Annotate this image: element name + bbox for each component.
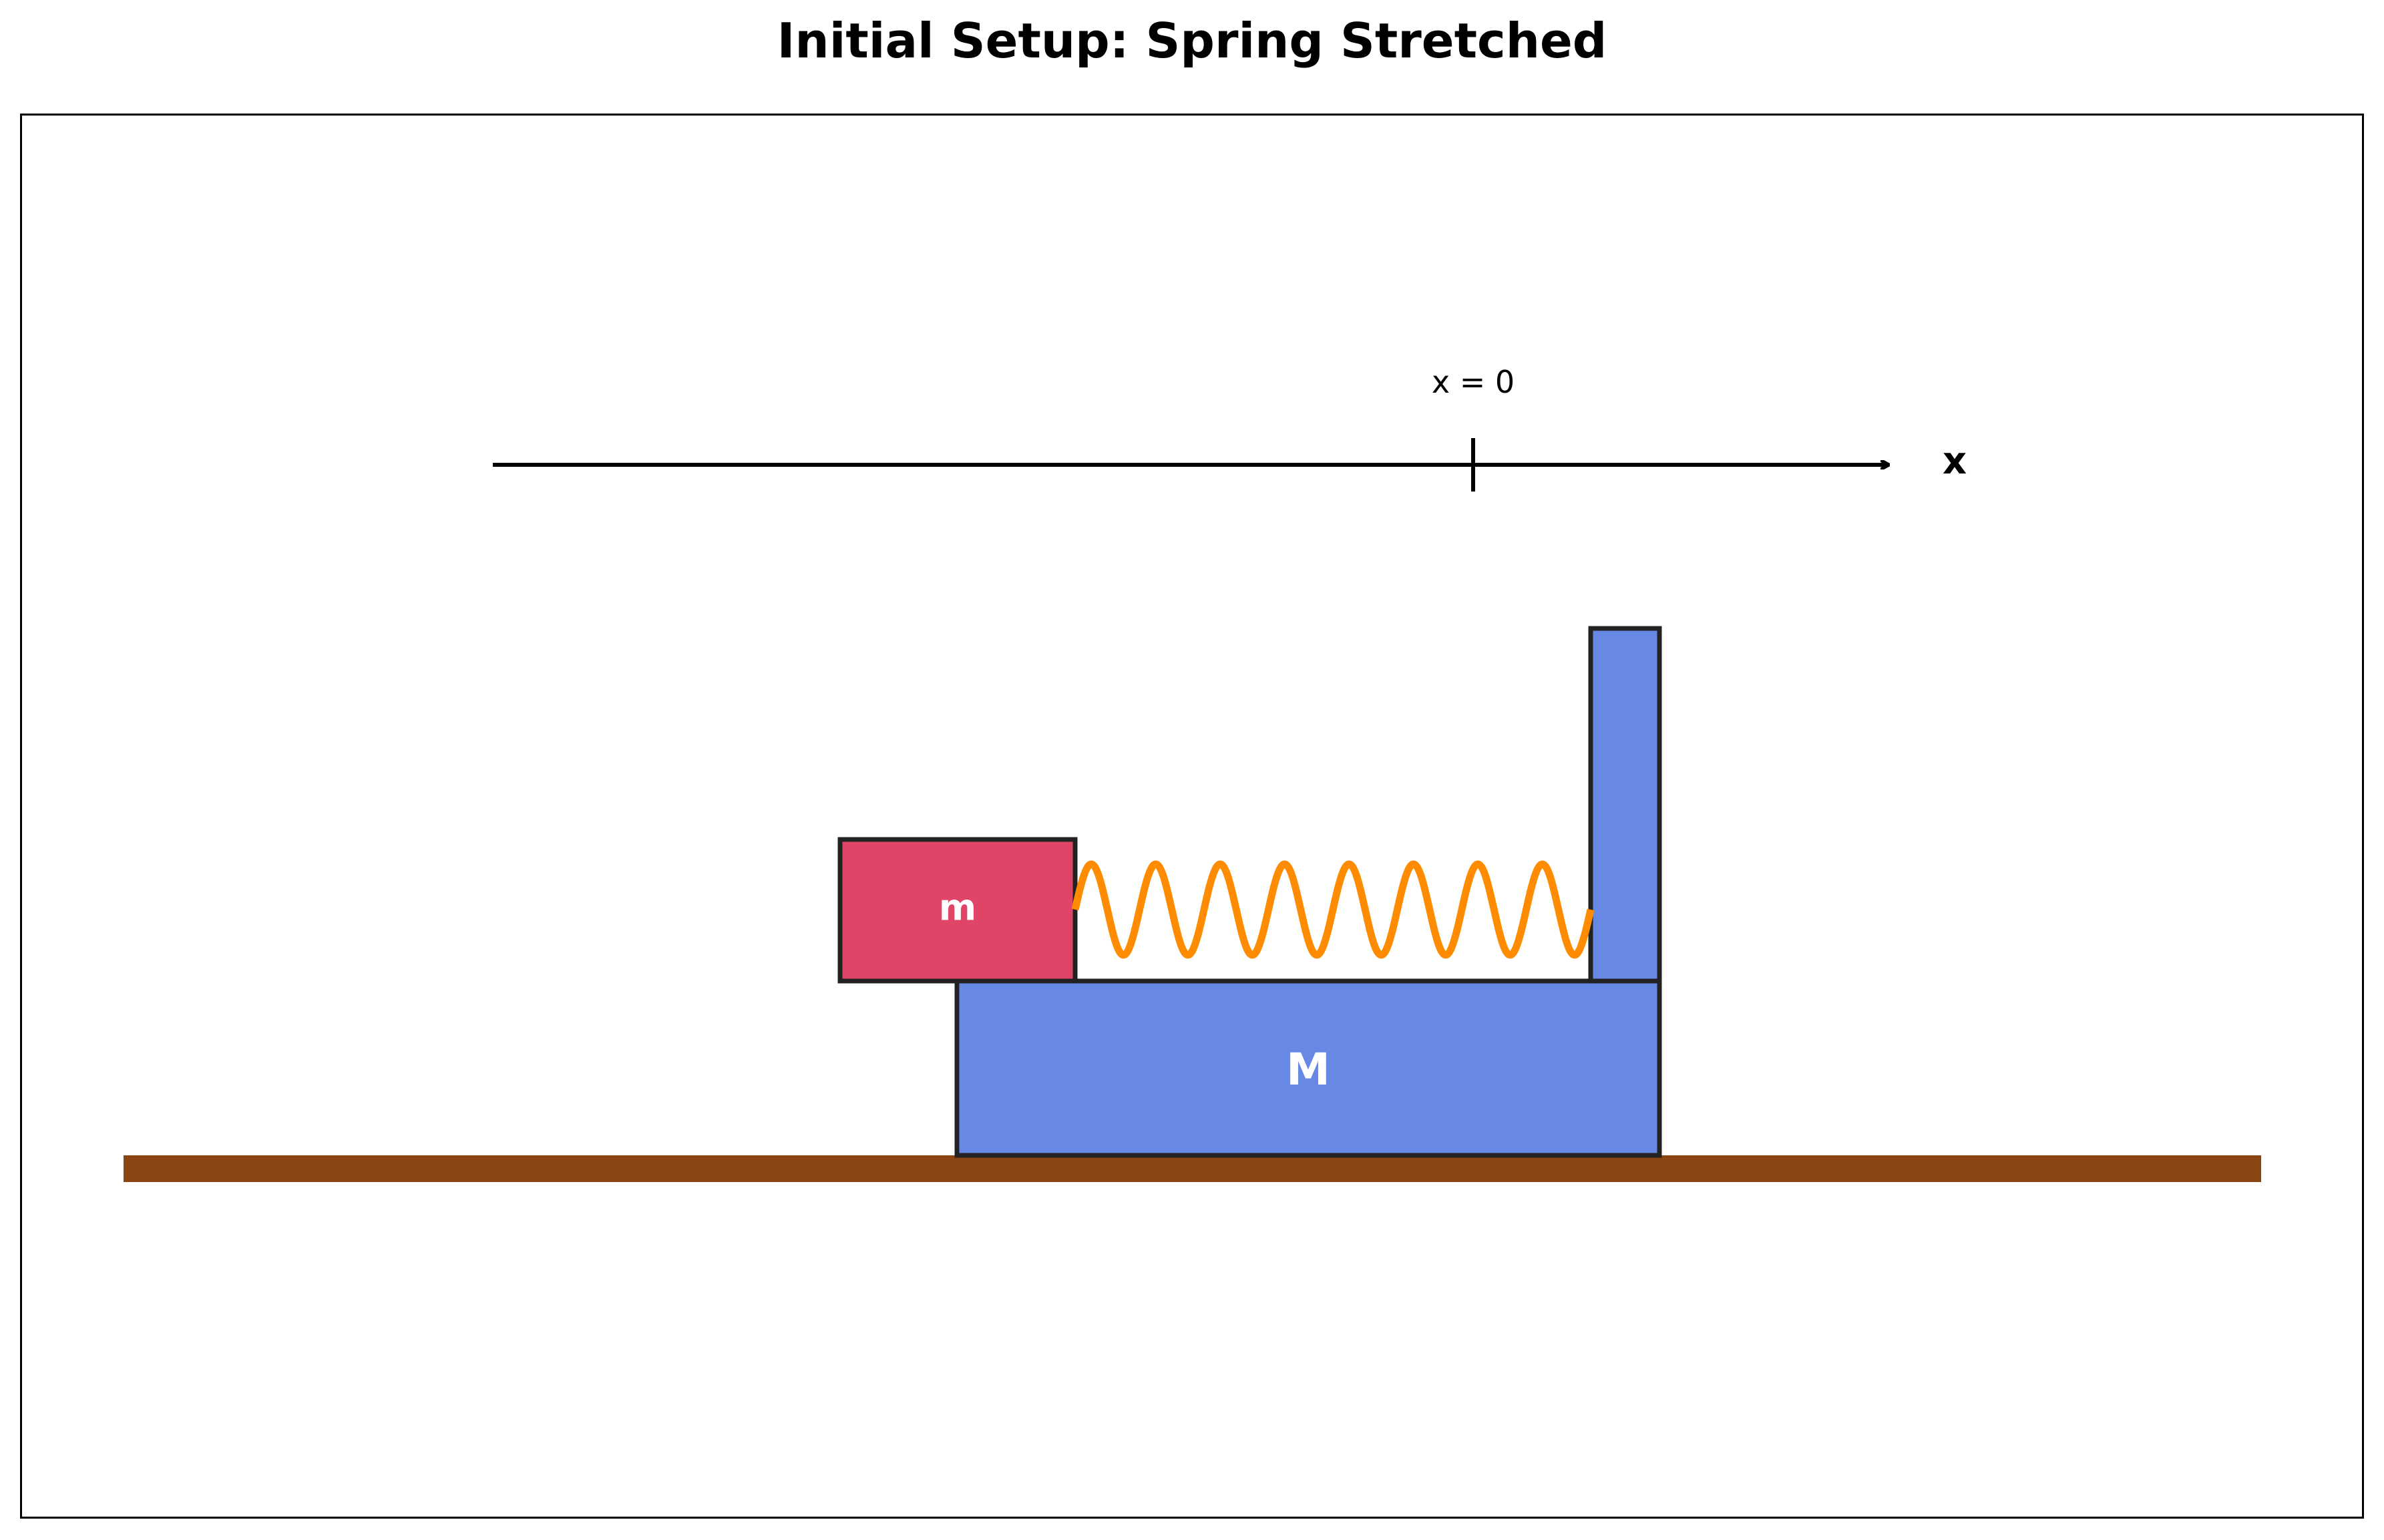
figure-panel <box>20 114 2364 1519</box>
origin-label: x = 0 <box>1432 364 1515 400</box>
page-title: Initial Setup: Spring Stretched <box>777 13 1607 69</box>
large-block-label: M <box>1286 1044 1330 1095</box>
ground-surface <box>124 1155 2261 1182</box>
x-axis-label: x <box>1943 439 1967 483</box>
small-block <box>837 837 1078 984</box>
wall-post <box>1588 626 1662 984</box>
spring <box>1071 860 1595 959</box>
large-block <box>954 978 1662 1158</box>
small-block-label: m <box>939 887 976 929</box>
